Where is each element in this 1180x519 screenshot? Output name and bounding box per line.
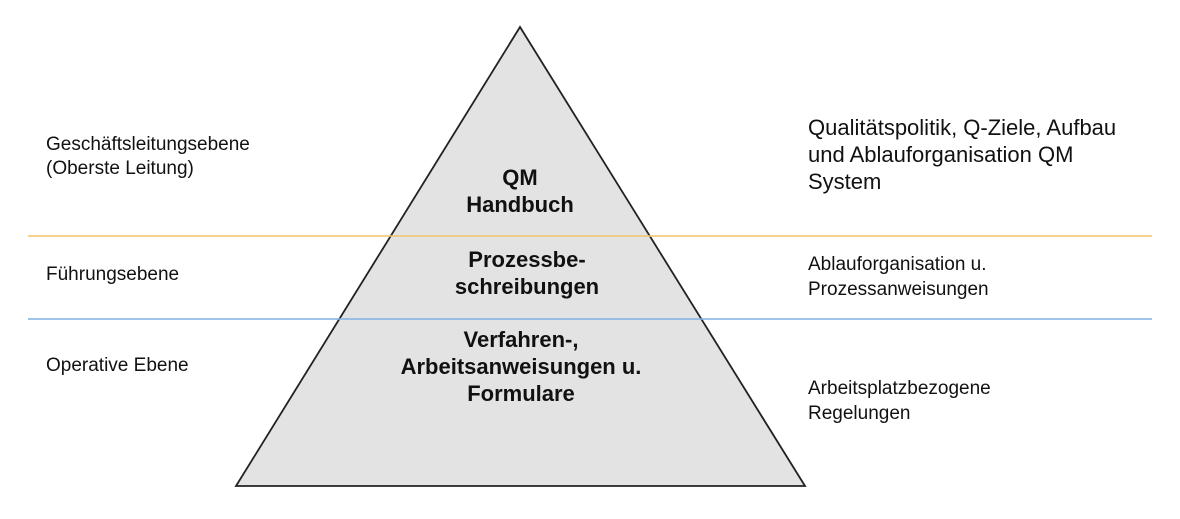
pyramid-label-qm-handbook: QM Handbuch [466,165,574,219]
description-management: Ablauforganisation u. Prozessanweisungen [808,253,989,302]
level-label-operative: Operative Ebene [46,354,189,378]
description-executive: Qualitätspolitik, Q-Ziele, Aufbau und Ab… [808,115,1116,195]
level-label-line: (Oberste Leitung) [46,157,194,179]
level-label-line: Geschäftsleitungsebene [46,134,250,155]
description-line: Regelungen [808,402,911,424]
level-label-executive: Geschäftsleitungsebene (Oberste Leitung) [46,133,250,181]
pyramid-label-line: Verfahren-, [463,327,579,352]
pyramid-label-line: Handbuch [466,191,574,217]
description-operative: Arbeitsplatzbezogene Regelungen [808,377,991,426]
pyramid-label-line: Formulare [467,380,575,406]
level-label-line: Führungsebene [46,264,180,285]
description-line: System [808,168,882,194]
level-label-line: Operative Ebene [46,355,189,376]
pyramid-triangle [234,25,807,487]
description-line: Prozessanweisungen [808,278,989,300]
pyramid-label-line: Prozessbe- [468,247,586,272]
description-line: Ablauforganisation u. [808,254,987,275]
description-line: und Ablauforganisation QM [808,141,1074,167]
pyramid-label-line: Arbeitsanweisungen u. [400,353,642,379]
pyramid-label-procedures: Verfahren-, Arbeitsanweisungen u. Formul… [401,327,642,407]
pyramid-label-process-descriptions: Prozessbe- schreibungen [455,247,599,301]
pyramid-label-line: schreibungen [454,273,600,299]
level-label-management: Führungsebene [46,263,179,287]
pyramid-label-line: QM [502,165,538,190]
description-line: Qualitätspolitik, Q-Ziele, Aufbau [808,115,1117,140]
description-line: Arbeitsplatzbezogene [808,378,991,399]
